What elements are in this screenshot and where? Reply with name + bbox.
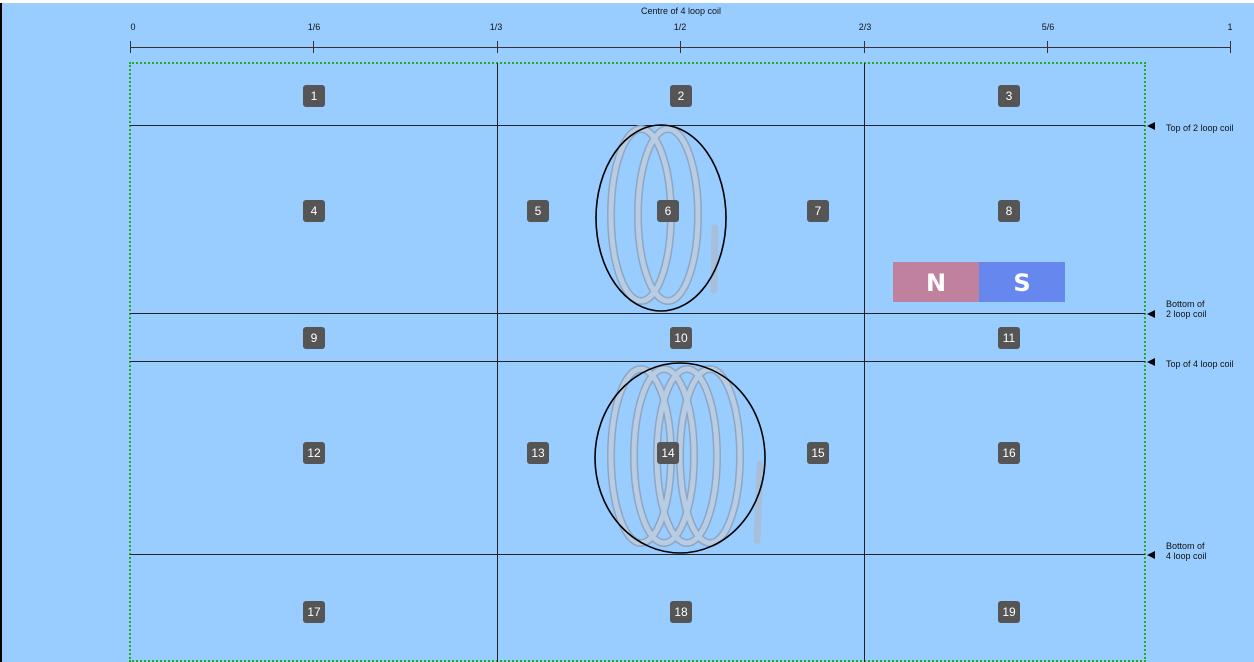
marker-label-line: 4 loop coil xyxy=(1166,551,1207,561)
cell-badge: 3 xyxy=(998,85,1020,107)
marker-label-bottom-2-loop: Bottom of 2 loop coil xyxy=(1166,299,1254,319)
grid-line-vertical xyxy=(864,63,865,662)
grid-line-bottom-2-loop xyxy=(130,313,1145,314)
marker-arrow-icon xyxy=(1147,310,1155,318)
marker-label-bottom-4-loop: Bottom of 4 loop coil xyxy=(1166,541,1254,561)
cell-badge: 8 xyxy=(998,200,1020,222)
cell-badge: 11 xyxy=(998,327,1020,349)
cell-badge: 18 xyxy=(670,601,692,623)
cell-badge: 2 xyxy=(670,85,692,107)
bar-magnet: N S xyxy=(893,262,1065,302)
cell-badge: 1 xyxy=(303,85,325,107)
cell-badge: 9 xyxy=(303,327,325,349)
marker-label-line: Bottom of xyxy=(1166,541,1205,551)
magnet-south-pole: S xyxy=(979,262,1065,302)
ruler-tick xyxy=(680,41,681,53)
ruler-tick xyxy=(130,41,131,53)
ruler-tick-label: 1/3 xyxy=(489,22,503,32)
grid-boundary xyxy=(129,62,1146,662)
frame-left-edge xyxy=(0,0,2,662)
cell-badge: 5 xyxy=(527,200,549,222)
ruler-title: Centre of 4 loop coil xyxy=(640,6,722,16)
ruler-tick xyxy=(497,41,498,53)
grid-line-top-4-loop xyxy=(130,361,1145,362)
cell-badge: 10 xyxy=(670,327,692,349)
ruler-tick xyxy=(1047,41,1048,53)
cell-badge: 14 xyxy=(657,442,679,464)
cell-badge: 19 xyxy=(998,601,1020,623)
ruler-tick-label: 2/3 xyxy=(858,22,872,32)
marker-label-top-4-loop: Top of 4 loop coil xyxy=(1166,359,1254,369)
cell-badge: 16 xyxy=(998,442,1020,464)
cell-badge: 4 xyxy=(303,200,325,222)
ruler-tick xyxy=(1230,41,1231,53)
ruler-tick-label: 1 xyxy=(1227,22,1233,32)
cell-badge: 6 xyxy=(657,200,679,222)
marker-arrow-icon xyxy=(1147,122,1155,130)
magnet-north-pole: N xyxy=(893,262,979,302)
marker-arrow-icon xyxy=(1147,551,1155,559)
cell-badge: 17 xyxy=(303,601,325,623)
ruler-tick-label: 1/6 xyxy=(307,22,321,32)
ruler-tick-label: 5/6 xyxy=(1041,22,1055,32)
ruler-tick xyxy=(864,41,865,53)
cell-badge: 13 xyxy=(527,442,549,464)
cell-badge: 15 xyxy=(807,442,829,464)
frame-top-edge xyxy=(0,0,1254,3)
marker-label-line: 2 loop coil xyxy=(1166,309,1207,319)
marker-label-line: Bottom of xyxy=(1166,299,1205,309)
marker-label-top-2-loop: Top of 2 loop coil xyxy=(1166,123,1254,133)
marker-label-line: Top of 2 loop coil xyxy=(1166,123,1234,133)
ruler-tick xyxy=(313,41,314,53)
marker-arrow-icon xyxy=(1147,358,1155,366)
ruler-tick-label: 0 xyxy=(130,22,136,32)
ruler-tick-label: 1/2 xyxy=(673,22,687,32)
four-loop-coil xyxy=(594,362,766,554)
cell-badge: 7 xyxy=(807,200,829,222)
grid-line-bottom-4-loop xyxy=(130,554,1145,555)
cell-badge: 12 xyxy=(303,442,325,464)
marker-label-line: Top of 4 loop coil xyxy=(1166,359,1234,369)
grid-line-vertical xyxy=(497,63,498,662)
